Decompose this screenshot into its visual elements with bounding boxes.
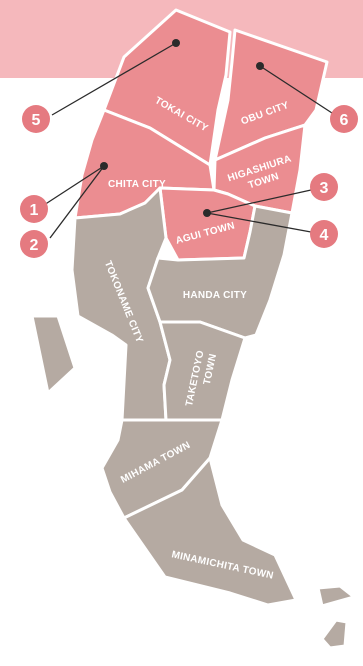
region-taketoyo[interactable] <box>158 320 247 422</box>
region-agui[interactable] <box>158 186 257 262</box>
leader-3 <box>206 189 312 214</box>
marker-4-circle <box>310 220 338 248</box>
leader-6 <box>259 65 333 114</box>
marker-3[interactable]: 3 <box>310 173 338 201</box>
leader-1 <box>43 165 105 206</box>
label-handa: HANDA CITY <box>183 290 247 301</box>
numbered-markers: 1 2 3 4 5 6 <box>20 105 358 258</box>
region-minamichita[interactable] <box>122 456 298 607</box>
leader-dots <box>100 39 264 217</box>
marker-3-number: 3 <box>320 180 329 197</box>
leader-2 <box>49 165 105 239</box>
other-regions <box>30 186 356 650</box>
marker-4[interactable]: 4 <box>310 220 338 248</box>
marker-6-circle <box>330 105 358 133</box>
marker-1-number: 1 <box>30 202 39 219</box>
leader-dot-tokai <box>172 39 180 47</box>
label-chita: CHITA CITY <box>108 179 166 190</box>
leader-4 <box>206 212 312 233</box>
marker-5-number: 5 <box>32 112 41 129</box>
marker-2-circle <box>20 230 48 258</box>
marker-6[interactable]: 6 <box>330 105 358 133</box>
marker-2-number: 2 <box>30 237 39 254</box>
leader-dot-agui <box>203 209 211 217</box>
leader-dot-obu <box>256 62 264 70</box>
island-west <box>30 314 77 395</box>
marker-6-number: 6 <box>340 112 349 129</box>
marker-2[interactable]: 2 <box>20 230 48 258</box>
marker-3-circle <box>310 173 338 201</box>
marker-4-number: 4 <box>320 227 329 244</box>
leader-5 <box>51 42 177 116</box>
leader-lines <box>43 42 333 239</box>
island-south <box>320 618 349 650</box>
island-southeast <box>316 584 356 608</box>
leader-dot-chita <box>100 162 108 170</box>
marker-5-circle <box>22 105 50 133</box>
marker-1-circle <box>20 195 48 223</box>
highlighted-regions <box>73 8 329 262</box>
marker-1[interactable]: 1 <box>20 195 48 223</box>
marker-5[interactable]: 5 <box>22 105 50 133</box>
